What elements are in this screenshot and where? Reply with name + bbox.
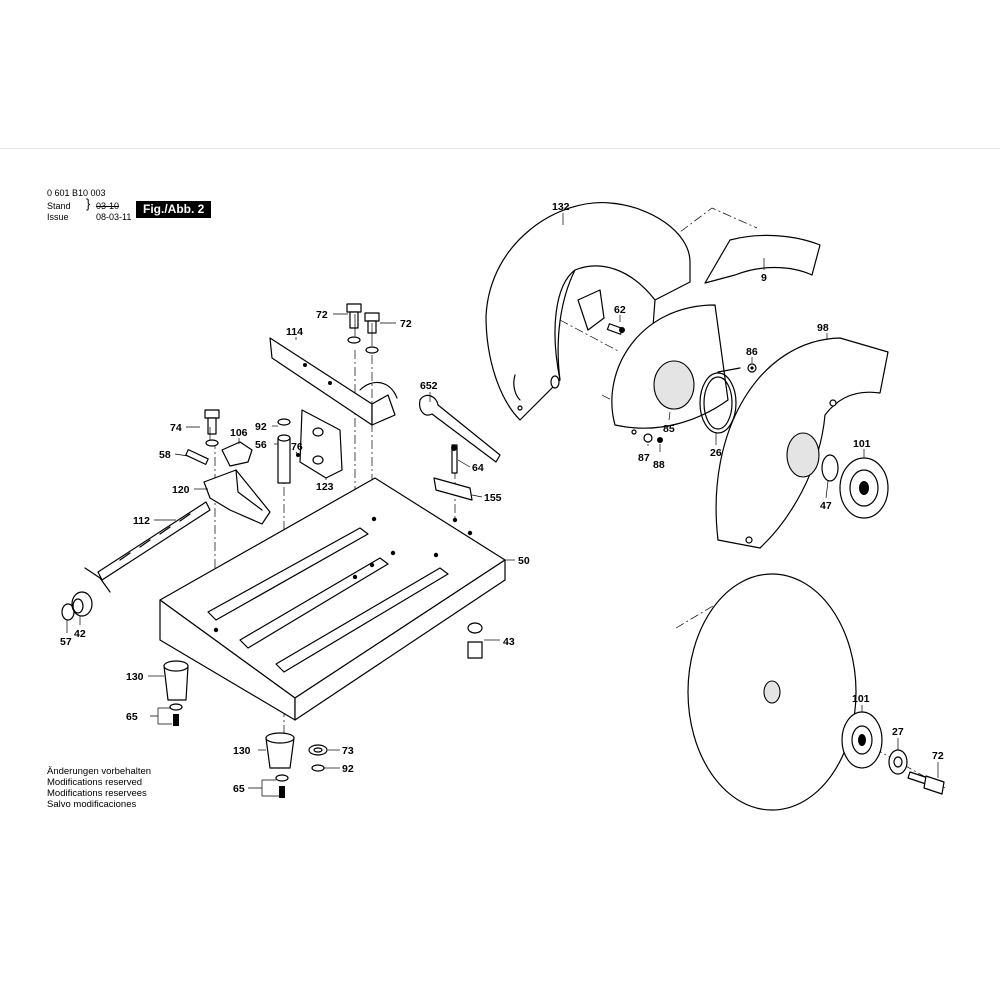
bolt-74	[204, 409, 220, 447]
label-87: 87	[638, 452, 650, 464]
label-64: 64	[472, 462, 484, 474]
washer-27	[888, 749, 908, 775]
label-106: 106	[230, 427, 248, 439]
label-123: 123	[316, 481, 334, 493]
label-120: 120	[172, 484, 190, 496]
label-50: 50	[518, 555, 530, 567]
washer-92-upper	[277, 418, 291, 426]
label-76: 76	[291, 441, 303, 453]
leader-lines	[66, 213, 939, 797]
note-en: Modifications reserved	[47, 777, 143, 788]
bolt-72-upper-left	[346, 303, 362, 344]
foot-130-left	[163, 660, 189, 701]
label-114: 114	[286, 326, 303, 338]
cutting-disc	[687, 573, 857, 811]
label-98: 98	[817, 322, 829, 334]
label-86: 86	[746, 346, 758, 358]
flange-101-upper	[839, 457, 889, 519]
label-9: 9	[761, 272, 767, 284]
label-58: 58	[159, 449, 171, 461]
bracket-123	[299, 409, 343, 479]
note-de: Änderungen vorbehalten	[47, 766, 152, 777]
label-56: 56	[255, 439, 267, 451]
spindle-112	[84, 501, 211, 593]
label-43: 43	[503, 636, 515, 648]
washer-87	[643, 433, 653, 443]
circlip-47	[821, 454, 839, 482]
label-65-a: 65	[126, 711, 138, 723]
base-plate-50	[159, 477, 506, 721]
label-47: 47	[820, 500, 832, 512]
lever-64	[451, 444, 458, 474]
brace-glyph: }	[86, 196, 91, 211]
label-74: 74	[170, 422, 182, 434]
label-73: 73	[342, 745, 354, 757]
knob-42	[71, 591, 93, 617]
figure-label: Fig./Abb. 2	[136, 201, 212, 218]
label-130-b: 130	[233, 745, 251, 757]
fence-114	[269, 337, 398, 426]
screw-62	[606, 323, 625, 335]
screw-65-left	[169, 703, 183, 726]
doc-number: 0 601 B10 003	[47, 188, 106, 198]
label-65-b: 65	[233, 783, 245, 795]
washer-92-lower	[311, 764, 325, 772]
label-27: 27	[892, 726, 904, 738]
pin-56	[277, 434, 291, 484]
label-92-a: 92	[255, 421, 267, 433]
foot-130-right	[265, 732, 295, 769]
screw-88	[657, 437, 663, 443]
label-652: 652	[420, 380, 438, 392]
stand-label: Stand	[47, 201, 71, 211]
screw-86	[747, 363, 757, 373]
flange-101-lower	[841, 711, 883, 769]
bolt-43	[467, 622, 483, 659]
spring-ring-26	[699, 367, 741, 434]
wrench-652	[419, 394, 501, 463]
pin-58	[185, 449, 209, 465]
label-72-a: 72	[316, 309, 328, 321]
label-57: 57	[60, 636, 72, 648]
label-132: 132	[552, 201, 570, 213]
bolt-72-lower	[907, 771, 945, 795]
inner-guard-plate-85	[611, 304, 729, 435]
label-101-a: 101	[853, 438, 871, 450]
plate-155	[433, 477, 473, 501]
part-labels: 132 9 62 86 98 72 72 114 652 74 92 106 5…	[60, 201, 944, 795]
label-72-c: 72	[932, 750, 944, 762]
note-fr: Modifications reservees	[47, 788, 147, 799]
label-101-b: 101	[852, 693, 870, 705]
screw-65-right	[275, 774, 289, 798]
notes-block: Änderungen vorbehalten Modifications res…	[47, 766, 151, 810]
washer-73	[308, 744, 328, 756]
top-divider	[0, 148, 1000, 149]
clamp-106	[221, 441, 253, 467]
stand-value: 03-10	[96, 201, 120, 211]
label-88: 88	[653, 459, 665, 471]
label-85: 85	[663, 423, 675, 435]
label-130-a: 130	[126, 671, 144, 683]
label-155: 155	[484, 492, 502, 504]
label-26: 26	[710, 447, 722, 459]
label-62: 62	[614, 304, 626, 316]
issue-value: 08-03-11	[96, 212, 132, 222]
guard-insert-9	[704, 234, 821, 284]
label-92-b: 92	[342, 763, 354, 775]
label-72-b: 72	[400, 318, 412, 330]
outer-blade-guard-98	[715, 337, 889, 549]
label-112: 112	[133, 515, 150, 527]
issue-label: Issue	[47, 212, 69, 222]
label-42: 42	[74, 628, 86, 640]
bracket-120	[203, 469, 271, 525]
note-es: Salvo modificaciones	[47, 799, 137, 810]
